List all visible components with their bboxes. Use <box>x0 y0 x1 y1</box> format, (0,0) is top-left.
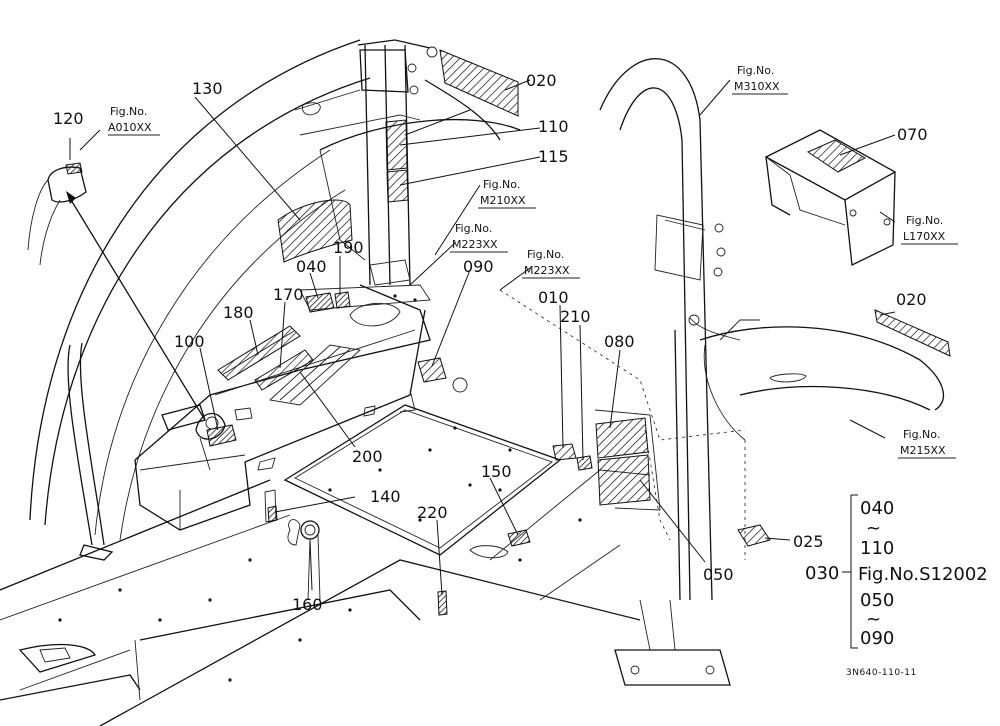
svg-text:Fig.No.: Fig.No. <box>906 214 943 227</box>
svg-text:Fig.No.: Fig.No. <box>483 178 520 191</box>
decal-220 <box>437 590 448 616</box>
decal-100 <box>206 424 237 447</box>
callout-020-right: 020 <box>896 290 927 309</box>
callout-150: 150 <box>481 462 512 481</box>
fig-ref-m223-left: Fig.No. M223XX <box>450 222 508 253</box>
fig-ref-m215: Fig.No. M215XX <box>898 428 956 459</box>
leader-lines <box>69 79 896 596</box>
decal-070 <box>806 139 867 173</box>
callout-numbers: 120 130 020 110 115 070 190 040 090 180 … <box>53 71 928 614</box>
decal-080-upper <box>595 417 649 459</box>
callout-020-upper: 020 <box>526 71 557 90</box>
fig-ref-l170: Fig.No. L170XX <box>901 214 958 245</box>
decal-020-upper <box>439 49 519 117</box>
bracket-label-030: 030 <box>805 563 839 584</box>
callout-110: 110 <box>538 117 569 136</box>
callout-040: 040 <box>296 257 327 276</box>
decal-140 <box>267 505 278 523</box>
bracket-090: 090 <box>860 628 894 649</box>
svg-text:Fig.No.: Fig.No. <box>903 428 940 441</box>
svg-text:Fig.No.: Fig.No. <box>737 64 774 77</box>
svg-text:Fig.No.: Fig.No. <box>110 105 147 118</box>
fig-ref-a010: Fig.No. A010XX <box>108 105 160 136</box>
decal-020-right <box>874 309 951 357</box>
fig-ref-m310: Fig.No. M310XX <box>732 64 788 95</box>
decal-115 <box>386 169 409 203</box>
bracket-050: 050 <box>860 590 894 611</box>
decal-200 <box>269 344 361 406</box>
callout-070: 070 <box>897 125 928 144</box>
svg-text:Fig.No.: Fig.No. <box>527 248 564 261</box>
callout-160: 160 <box>292 595 323 614</box>
decal-190 <box>334 291 351 309</box>
bracket-tilde-2: ~ <box>866 609 881 630</box>
decal-010 <box>552 443 577 461</box>
fig-ref-m223-right: Fig.No. M223XX <box>522 248 580 279</box>
callout-090: 090 <box>463 257 494 276</box>
drawing-number: 3N640-110-11 <box>846 668 917 678</box>
bracket-fig-s12002: Fig.No.S12002 <box>858 564 988 585</box>
svg-text:L170XX: L170XX <box>903 230 946 243</box>
callout-115: 115 <box>538 147 569 166</box>
figure-references: Fig.No. A010XX Fig.No. M310XX Fig.No. M2… <box>108 64 958 459</box>
svg-text:M310XX: M310XX <box>734 80 780 93</box>
bracket-tilde-1: ~ <box>866 518 881 539</box>
callout-130: 130 <box>192 79 223 98</box>
svg-text:M223XX: M223XX <box>452 238 498 251</box>
decal-025 <box>737 524 771 547</box>
callout-190: 190 <box>333 238 364 257</box>
svg-text:M223XX: M223XX <box>524 264 570 277</box>
decal-040 <box>305 292 335 313</box>
callout-120: 120 <box>53 109 84 128</box>
decal-110 <box>385 119 408 171</box>
bracket-040: 040 <box>860 498 894 519</box>
callout-220: 220 <box>417 503 448 522</box>
tractor-structure <box>0 39 944 726</box>
callout-170: 170 <box>273 285 304 304</box>
decal-090 <box>417 357 447 383</box>
callout-210: 210 <box>560 307 591 326</box>
bracket-110: 110 <box>860 538 894 559</box>
callout-010: 010 <box>538 288 569 307</box>
callout-140: 140 <box>370 487 401 506</box>
svg-text:Fig.No.: Fig.No. <box>455 222 492 235</box>
decal-080-lower <box>597 454 651 506</box>
decal-150 <box>507 529 531 547</box>
callout-180: 180 <box>223 303 254 322</box>
svg-text:M210XX: M210XX <box>480 194 526 207</box>
callout-050: 050 <box>703 565 734 584</box>
callout-200: 200 <box>352 447 383 466</box>
callout-080: 080 <box>604 332 635 351</box>
callout-100: 100 <box>174 332 205 351</box>
bracket-030-group: 030 040 ~ 110 Fig.No.S12002 050 ~ 090 <box>805 494 988 649</box>
svg-text:A010XX: A010XX <box>108 121 152 134</box>
svg-text:M215XX: M215XX <box>900 444 946 457</box>
callout-025: 025 <box>793 532 824 551</box>
fig-ref-m210: Fig.No. M210XX <box>478 178 536 209</box>
decal-210 <box>576 455 593 471</box>
